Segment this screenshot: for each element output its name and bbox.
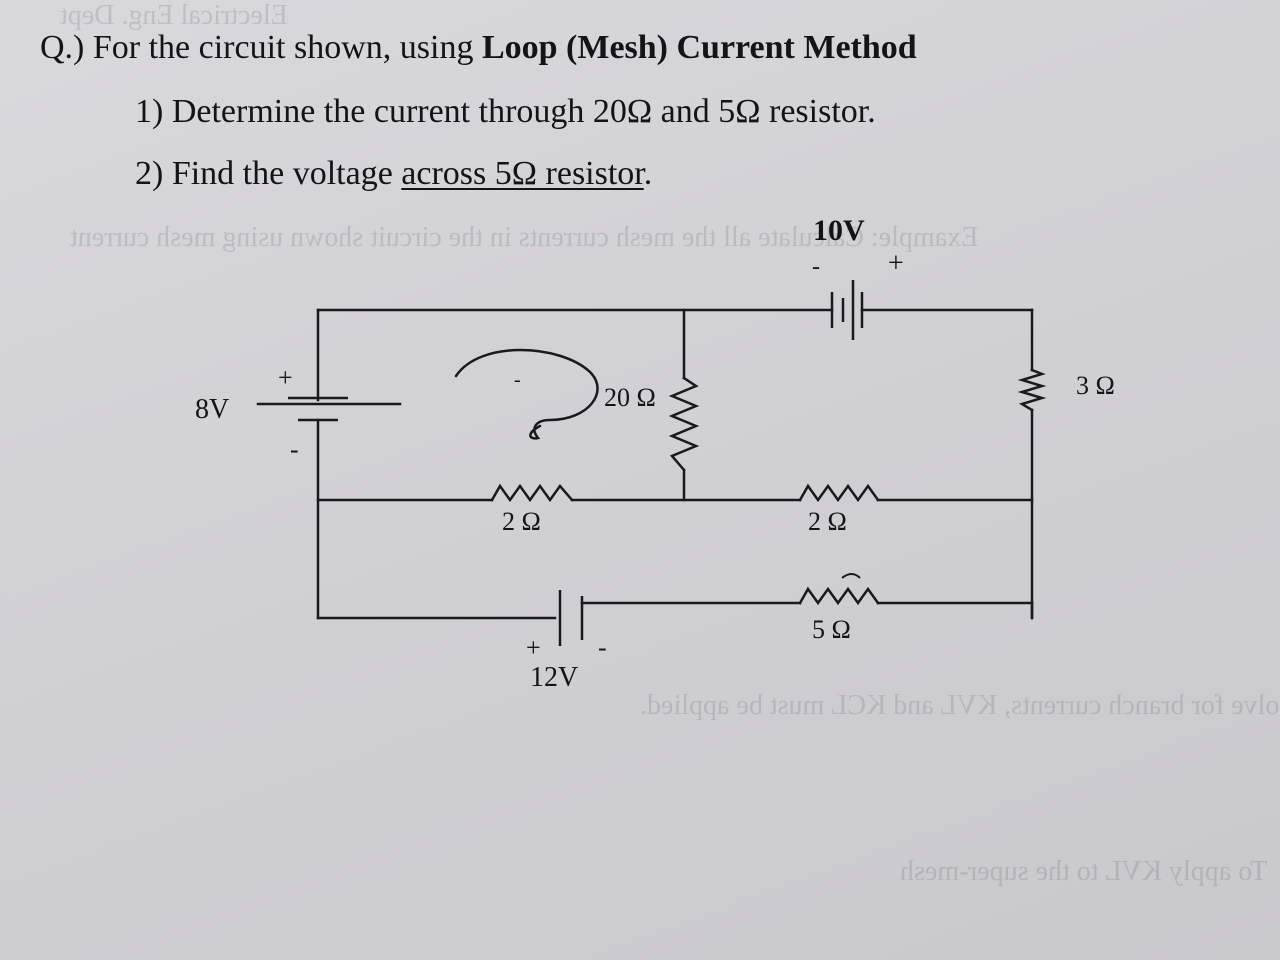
source-12v-plus: + [526, 633, 541, 662]
q2-suffix: . [643, 155, 653, 192]
question-part-2: 2) Find the voltage across 5Ω resistor. [135, 154, 652, 194]
source-12v-label: 12V [530, 662, 578, 693]
resistor-20-label: 20 Ω [604, 383, 656, 412]
source-10v-label: 10V [813, 214, 865, 247]
loop-current-arrow: - [454, 348, 599, 440]
battery-12v: 12V + - [526, 590, 607, 693]
loop-marker: - [514, 369, 521, 391]
resistor-3-ohm: 3 Ω [1017, 368, 1115, 412]
resistor-20-ohm: 20 Ω [604, 376, 700, 472]
battery-8v: 8V + - [195, 363, 348, 464]
method-name: Loop (Mesh) Current Method [481, 29, 917, 66]
resistor-5-ohm: 5 Ω [798, 573, 880, 644]
source-10v-minus: - [812, 254, 820, 280]
source-12v-minus: - [598, 633, 607, 662]
resistor-2-mid-label: 2 Ω [808, 507, 847, 536]
source-8v-plus: + [278, 363, 293, 392]
question-prefix: Q.) For the circuit shown, using [40, 29, 482, 66]
source-8v-label: 8V [195, 394, 229, 425]
question-heading: Q.) For the circuit shown, using Loop (M… [40, 28, 917, 68]
circuit-wires [256, 308, 1034, 620]
resistor-2-left-label: 2 Ω [502, 507, 541, 536]
q2-underlined: across 5Ω resistor [401, 155, 644, 192]
resistor-5-label: 5 Ω [812, 615, 851, 644]
resistor-2-ohm-mid: 2 Ω [798, 483, 880, 536]
source-8v-minus: - [290, 435, 299, 464]
resistor-3-label: 3 Ω [1076, 371, 1115, 400]
battery-10v: 10V - + [812, 214, 904, 340]
question-part-1: 1) Determine the current through 20Ω and… [135, 93, 876, 130]
source-10v-plus: + [888, 248, 904, 279]
q2-prefix: 2) Find the voltage [135, 155, 402, 192]
resistor-2-ohm-left: 2 Ω [490, 483, 574, 536]
